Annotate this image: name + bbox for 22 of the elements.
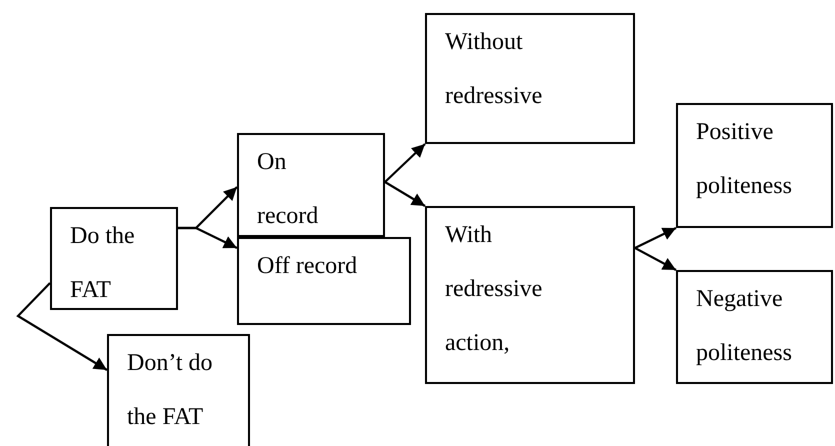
process-box [50,207,178,310]
process-box [676,270,833,384]
box-text: Do the FAT [70,222,136,305]
arrow [634,247,677,271]
box-text: On record [257,148,320,231]
arrow [634,227,676,249]
process-box [237,237,411,325]
arrow [384,181,426,207]
box-text: Without redressive [445,28,544,111]
process-box [425,206,635,384]
box-text: Don’t do the FAT [127,349,214,432]
arrow [384,143,426,183]
box-text: Positive politeness [696,118,793,201]
box-text: Off record [257,252,358,281]
process-box [425,13,635,144]
process-box [107,334,250,446]
box-text: With redressive action, [445,221,544,358]
box-text: Negative politeness [696,285,793,368]
process-box [676,103,833,228]
arrow [178,226,238,249]
process-box [237,133,385,237]
arrow [16,282,108,371]
